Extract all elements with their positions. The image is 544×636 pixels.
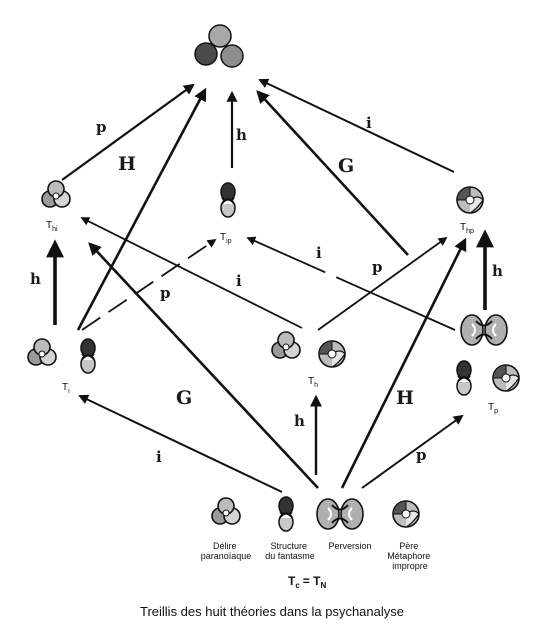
edge-letters: p H h G i h p i i p h G H i h p (30, 114, 503, 466)
edge-h-to-hi (80, 217, 303, 329)
knot-caption-line: Structure (270, 541, 307, 551)
node-label: T (288, 574, 296, 588)
svg-text:Tp: Tp (488, 402, 498, 415)
node-label: T (62, 382, 68, 393)
knot-caption-line: du fantasme (265, 551, 315, 561)
trefoil-knot-icon (271, 331, 301, 359)
node-label: T (308, 376, 314, 387)
node-t-p: Tp (456, 314, 520, 415)
node-label: T (460, 222, 466, 233)
perversion-knot-icon (316, 498, 364, 530)
node-label-eq: = T (303, 574, 321, 588)
edge-letter: h (294, 412, 305, 430)
node-label-sub: hp (466, 228, 474, 235)
swirl-knot-icon (456, 186, 484, 214)
svg-text:Thi: Thi (46, 220, 58, 233)
knot-caption-line: Métaphore (387, 551, 430, 561)
stacked-knot-icon (220, 182, 236, 218)
knot-caption-delire: Délire paranoïaque (201, 541, 252, 561)
node-t-i: Ti (27, 338, 96, 395)
edge-letter: h (30, 270, 41, 288)
edge-letter: i (156, 448, 162, 466)
node-t-c: Délire paranoïaque Structure du fantasme… (201, 496, 433, 590)
knot-caption-line: impropre (392, 561, 428, 571)
top-node-three-circles (194, 24, 244, 68)
edge-c-to-hi (88, 242, 319, 489)
node-label-sub: ip (226, 238, 232, 245)
edge-c-to-p (361, 414, 464, 489)
edge-letter: i (366, 114, 372, 132)
knot-caption-line: Père (399, 541, 418, 551)
edge-letter: h (492, 262, 503, 280)
node-t-hi: Thi (41, 180, 71, 233)
node-label: T (220, 232, 226, 243)
swirl-knot-icon (392, 500, 420, 528)
knot-caption-line: Délire (213, 541, 237, 551)
knot-caption-structure: Structure du fantasme (265, 541, 315, 561)
edge-letter: p (372, 258, 383, 276)
edge-c-to-i (78, 394, 283, 493)
edge-i-to-top (76, 87, 207, 331)
node-label-sub: i (68, 388, 70, 395)
node-label-sub: p (494, 408, 498, 415)
node-label: T (488, 402, 494, 413)
node-label-sub: N (320, 581, 326, 590)
bottom-node-label: Tc= TN (288, 574, 326, 590)
node-t-ip: Tip (220, 182, 236, 245)
edge-hp-to-top (258, 78, 455, 173)
edge-letter: p (96, 118, 107, 136)
swirl-knot-icon (318, 340, 346, 368)
node-t-h: Th (271, 331, 346, 389)
edge-letter: p (160, 284, 171, 302)
edge-h-to-top (256, 90, 409, 256)
edge-letter: H (396, 387, 414, 409)
edge-i-to-ip (81, 238, 217, 331)
trefoil-knot-icon (41, 180, 71, 208)
svg-text:Ti: Ti (62, 382, 70, 395)
knot-caption-perversion: Perversion (328, 541, 371, 551)
edge-h-to-hp (317, 236, 448, 331)
node-label-sub: hi (52, 226, 58, 233)
edges (46, 78, 494, 493)
knot-caption-line: paranoïaque (201, 551, 252, 561)
svg-text:Thp: Thp (460, 222, 474, 235)
stacked-knot-icon (278, 496, 294, 532)
stacked-knot-icon (456, 360, 472, 396)
edge-letter: G (176, 387, 192, 409)
edge-letter: p (416, 446, 427, 464)
edge-letter: h (236, 126, 247, 144)
edge-letter: H (118, 153, 136, 175)
edge-c-to-hp (340, 237, 467, 489)
edge-hi-to-top (61, 83, 195, 181)
swirl-knot-icon (492, 364, 520, 392)
edge-p-to-ip (246, 236, 456, 331)
edge-letter: G (338, 155, 354, 177)
edge-letter: i (236, 272, 242, 290)
perversion-knot-icon (460, 314, 508, 346)
stacked-knot-icon (80, 338, 96, 374)
node-label-sub: c (295, 581, 300, 590)
trefoil-knot-icon (211, 497, 241, 525)
figure-caption: Treillis des huit théories dans la psych… (140, 604, 404, 619)
node-t-hp: Thp (456, 186, 484, 235)
node-label: T (46, 220, 52, 231)
knot-caption-pere: Père Métaphore impropre (387, 541, 433, 571)
knot-caption-line: Perversion (328, 541, 371, 551)
trefoil-knot-icon (27, 338, 57, 366)
svg-text:Tip: Tip (220, 232, 232, 245)
node-label-sub: h (314, 382, 318, 389)
edge-letter: i (316, 244, 322, 262)
svg-text:Th: Th (308, 376, 318, 389)
